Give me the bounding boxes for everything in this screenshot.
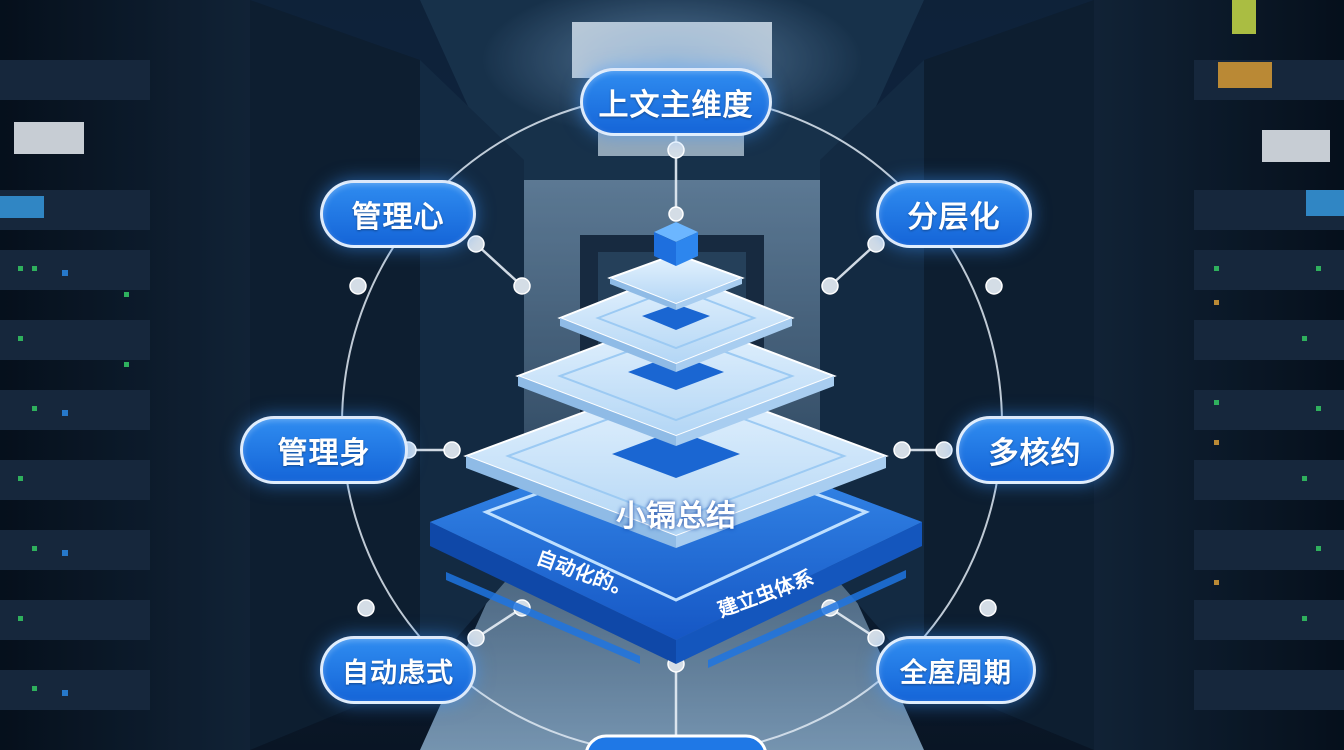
node-top-label: 上文主维度 [598,88,754,123]
node-mid-left: 管理身 [240,416,408,484]
center-label: 小镉总结 [616,499,736,534]
layered-pyramid [430,222,922,668]
node-top: 上文主维度 [580,68,772,136]
node-mid-right: 多核约 [956,416,1114,484]
node-lower-right: 全庢周期 [876,636,1036,704]
bottom-node-partial [585,734,767,750]
node-mid-left-label: 管理身 [277,436,371,471]
node-upper-left-label: 管理心 [351,200,445,235]
node-upper-right: 分层化 [876,180,1032,248]
node-mid-right-label: 多核约 [988,436,1082,471]
node-lower-left: 自动虑式 [320,636,476,704]
node-lower-left-label: 自动虑式 [342,657,454,689]
node-upper-right-label: 分层化 [907,200,1001,235]
node-lower-right-label: 全庢周期 [900,657,1012,689]
node-upper-left: 管理心 [320,180,476,248]
